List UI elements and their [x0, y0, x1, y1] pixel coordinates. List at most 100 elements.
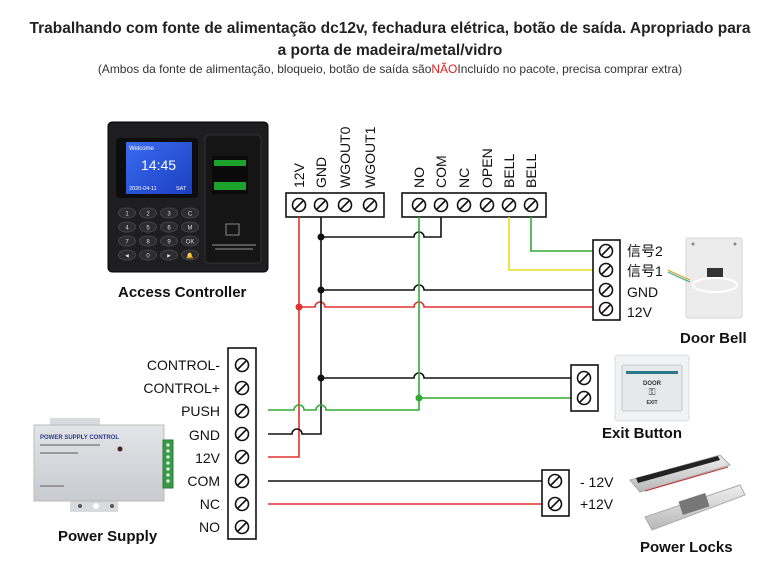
screen-time: 14:45 — [141, 157, 176, 173]
keypad-key — [160, 207, 178, 219]
controller-screen — [126, 142, 192, 194]
doorbell-label-gnd: GND — [627, 284, 658, 300]
note-highlight: NÃO — [431, 62, 458, 76]
screw-icon — [501, 197, 517, 213]
wire-12v-controller — [268, 217, 300, 458]
key-icon: ⚿ — [649, 387, 656, 397]
keypad-key-label: ► — [166, 254, 172, 260]
title-line-2: a porta de madeira/metal/vidro — [277, 42, 503, 59]
wire-gnd-exit — [321, 372, 574, 379]
controller-terminal-label: 12V — [291, 162, 307, 188]
exit-button-terminal — [570, 364, 599, 412]
screw-icon — [337, 197, 353, 213]
wire-bell-green — [530, 217, 598, 252]
page-title: Trabalhando com fonte de alimentação dc1… — [0, 18, 780, 62]
relay-terminal-label: BELL — [523, 154, 539, 188]
keypad-key — [181, 221, 199, 233]
screw-icon — [479, 197, 495, 213]
keypad-key — [139, 221, 157, 233]
relay-terminal-label: COM — [433, 155, 449, 188]
keypad-key — [181, 207, 199, 219]
keypad-key — [118, 221, 136, 233]
note-suffix: Incluído no pacote, precisa comprar extr… — [457, 62, 683, 76]
keypad-key — [181, 235, 199, 247]
subtitle-note: (Ambos da fonte de alimentação, bloqueio… — [0, 62, 780, 76]
keypad-key-label: 🔔 — [186, 252, 194, 260]
screw-icon — [291, 197, 307, 213]
relay-terminal-label: OPEN — [479, 148, 495, 188]
power-locks-device — [629, 454, 746, 531]
screw-icon — [576, 370, 592, 386]
screw-icon — [598, 282, 614, 298]
doorbell-label-signal1: 信号1 — [627, 263, 663, 279]
keypad-key-label: 9 — [167, 240, 171, 246]
ps-label-nc: NC — [200, 496, 220, 512]
wire-bell-yellow — [508, 217, 598, 271]
keypad-key-label: 0 — [146, 254, 150, 260]
keypad-key-label: 1 — [125, 212, 129, 218]
ps-label-12v: 12V — [195, 450, 221, 466]
rfid-card-icon — [225, 223, 240, 236]
screw-icon — [234, 426, 250, 442]
power-locks-terminal — [541, 469, 570, 517]
keypad-key-label: 4 — [125, 226, 129, 232]
wire-gnd-doorbell — [321, 284, 598, 291]
screw-icon — [313, 197, 329, 213]
door-bell-device — [667, 237, 743, 319]
keypad-key — [139, 249, 157, 261]
doorbell-labels: 信号2 信号1 GND 12V — [627, 243, 663, 320]
screen-day: SAT — [176, 186, 187, 192]
screen-date: 2020-04-11 — [129, 186, 157, 192]
screw-icon — [547, 496, 563, 512]
screw-icon — [234, 449, 250, 465]
exit-face-door: DOOR — [643, 381, 662, 387]
controller-relay-terminal — [401, 192, 547, 218]
screw-icon — [547, 473, 563, 489]
keypad-key — [118, 249, 136, 261]
keypad-key-label: ◄ — [124, 254, 130, 260]
screw-icon — [598, 301, 614, 317]
keypad-key-label: C — [188, 212, 193, 218]
keypad-key — [160, 221, 178, 233]
title-line-1: Trabalhando com fonte de alimentação dc1… — [29, 20, 751, 37]
fingerprint-module — [204, 134, 262, 264]
exit-face-exit: EXIT — [646, 400, 657, 406]
keypad-key-label: 8 — [146, 240, 150, 246]
keypad-key-label: 7 — [125, 240, 129, 246]
screw-icon — [576, 390, 592, 406]
power-supply-label: POWER SUPPLY CONTROL — [40, 435, 119, 441]
keypad-key — [118, 235, 136, 247]
exit-button-caption: Exit Button — [602, 425, 682, 442]
ps-label-gnd: GND — [189, 427, 220, 443]
screw-icon — [598, 262, 614, 278]
lock-label-plus-12v: +12V — [580, 496, 614, 512]
controller-terminal-label: WGOUT0 — [337, 126, 353, 188]
screw-icon — [362, 197, 378, 213]
wire-12v-doorbell — [299, 301, 598, 308]
door-bell-caption: Door Bell — [680, 330, 747, 347]
keypad-key-label: 3 — [167, 212, 171, 218]
exit-button-device: DOOR ⚿ EXIT — [614, 354, 690, 422]
keypad-key — [181, 249, 199, 261]
power-supply-terminal — [227, 347, 257, 540]
keypad-key — [139, 235, 157, 247]
lock-label-minus-12v: - 12V — [580, 474, 614, 490]
wires — [268, 217, 598, 505]
note-prefix: (Ambos da fonte de alimentação, bloqueio… — [97, 62, 432, 76]
screw-icon — [234, 519, 250, 535]
screw-icon — [234, 473, 250, 489]
screw-icon — [456, 197, 472, 213]
keypad-key — [160, 249, 178, 261]
relay-terminal-label: NO — [411, 167, 427, 188]
screw-icon — [234, 380, 250, 396]
doorbell-label-signal2: 信号2 — [627, 243, 663, 259]
wire-no-push — [268, 217, 420, 411]
controller-terminal-label: WGOUT1 — [362, 126, 378, 188]
wire-gnd-com — [321, 217, 442, 238]
relay-terminal-label: NC — [456, 168, 472, 188]
controller-terminal-label: GND — [313, 157, 329, 188]
